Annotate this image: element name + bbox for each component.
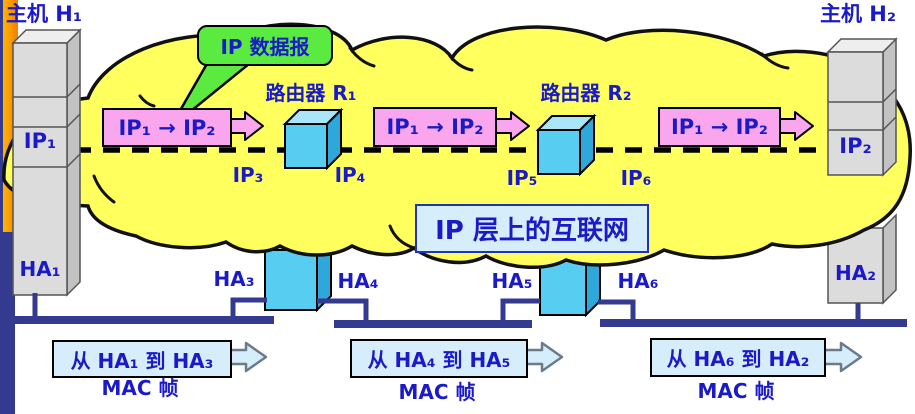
host-h1-title: 主机 H₁ (6, 2, 83, 26)
router-r1-cube (282, 107, 344, 171)
host-h2-ip-label: IP₂ (839, 134, 872, 158)
connector-r2-left (500, 298, 540, 326)
host-h2-title: 主机 H₂ (820, 2, 897, 26)
mac-frame3-caption: MAC 帧 (697, 379, 775, 403)
mac-frame1-caption: MAC 帧 (101, 376, 179, 400)
router-r1-title: 路由器 R₁ (265, 81, 357, 105)
host-h2-ha-label: HA₂ (835, 261, 876, 285)
connector-r1-right (317, 298, 369, 326)
router-r2-ha-left: HA₅ (491, 269, 533, 293)
router-r1-ha-right: HA₄ (337, 269, 379, 293)
host-h2-ha-box (827, 213, 897, 305)
host-h1-stack (11, 28, 82, 297)
mac-frame2-box: 从 HA₄ 到 HA₅ (350, 339, 528, 378)
router-r2-port-right: IP₆ (620, 166, 652, 190)
ip-layer-internet-box: IP 层上的互联网 (415, 204, 649, 253)
router-r2-port-left: IP₅ (506, 166, 538, 190)
datagram-hop1-box: IP₁ → IP₂ (102, 108, 232, 147)
host-h1-ip-label: IP₁ (23, 129, 57, 153)
router-r1-ha-left: HA₃ (213, 267, 255, 291)
host-h2-stack (826, 37, 898, 177)
router-r1-port-left: IP₃ (232, 163, 264, 187)
mac-frame-arrows (227, 341, 863, 373)
connector-r1-left (230, 297, 267, 322)
mac-arrow-1 (227, 341, 268, 373)
datagram-hop2-box: IP₁ → IP₂ (373, 107, 497, 147)
mac-arrow-3 (822, 341, 863, 373)
datagram-hop3-box: IP₁ → IP₂ (658, 107, 781, 147)
connector-r2-right (598, 299, 636, 325)
mac-frame2-caption: MAC 帧 (398, 380, 476, 404)
router-r2-title: 路由器 R₂ (540, 81, 632, 105)
network-segments (8, 316, 907, 328)
ip-datagram-callout: IP 数据报 (197, 25, 333, 66)
mac-frame3-box: 从 HA₆ 到 HA₂ (650, 338, 826, 377)
mac-arrow-2 (523, 341, 564, 373)
lan-connectors (32, 293, 861, 326)
router-r2-ha-right: HA₆ (617, 269, 659, 293)
cloud-scallop-hooks (92, 46, 790, 250)
left-accent-bar-navy (0, 232, 15, 414)
mac-frame1-box: 从 HA₁ 到 HA₃ (52, 340, 232, 378)
router-r2-cube (535, 113, 597, 177)
router-r1-port-right: IP₄ (334, 163, 366, 187)
host-h1-ha-label: HA₁ (19, 257, 61, 281)
